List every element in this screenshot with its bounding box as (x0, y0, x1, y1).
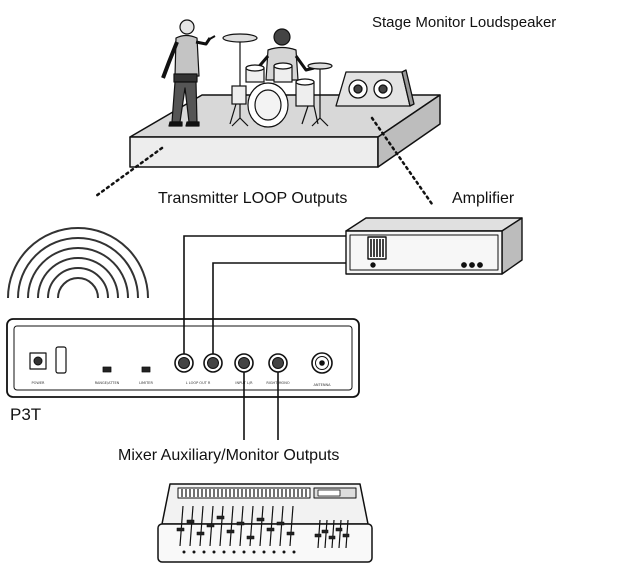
dotted-link-stage-wireless (94, 146, 164, 198)
label-amplifier: Amplifier (452, 190, 515, 207)
wireless-signal-icon (7, 227, 149, 299)
panel-label-loop-out: L LOOP OUT R (186, 381, 211, 385)
panel-label-switch2: LIMITER (139, 381, 153, 385)
input-right-jack (268, 353, 288, 373)
drum-kit (222, 33, 333, 128)
label-mixer-outputs: Mixer Auxiliary/Monitor Outputs (118, 447, 340, 464)
mixer-console (157, 483, 373, 563)
panel-label-switch1: RANGE/ATTEN (95, 381, 120, 385)
input-left-jack (234, 353, 254, 373)
panel-label-power: POWER (32, 381, 46, 385)
loop-out-left-jack (174, 353, 194, 373)
label-p3t: P3T (10, 405, 42, 424)
amplifier-unit (345, 217, 523, 275)
panel-label-antenna: ANTENNA (314, 383, 332, 387)
monitor-loudspeaker (335, 69, 415, 107)
label-transmitter-loop-outputs: Transmitter LOOP Outputs (158, 190, 348, 207)
dotted-link-monitor-amplifier (370, 116, 434, 206)
singer-figure (161, 19, 216, 127)
cable-loop-out-left (183, 235, 346, 354)
antenna-connector (311, 352, 333, 374)
loop-out-right-jack (203, 353, 223, 373)
cable-loop-out-right (212, 262, 346, 354)
label-stage-monitor-loudspeaker: Stage Monitor Loudspeaker (372, 14, 557, 31)
